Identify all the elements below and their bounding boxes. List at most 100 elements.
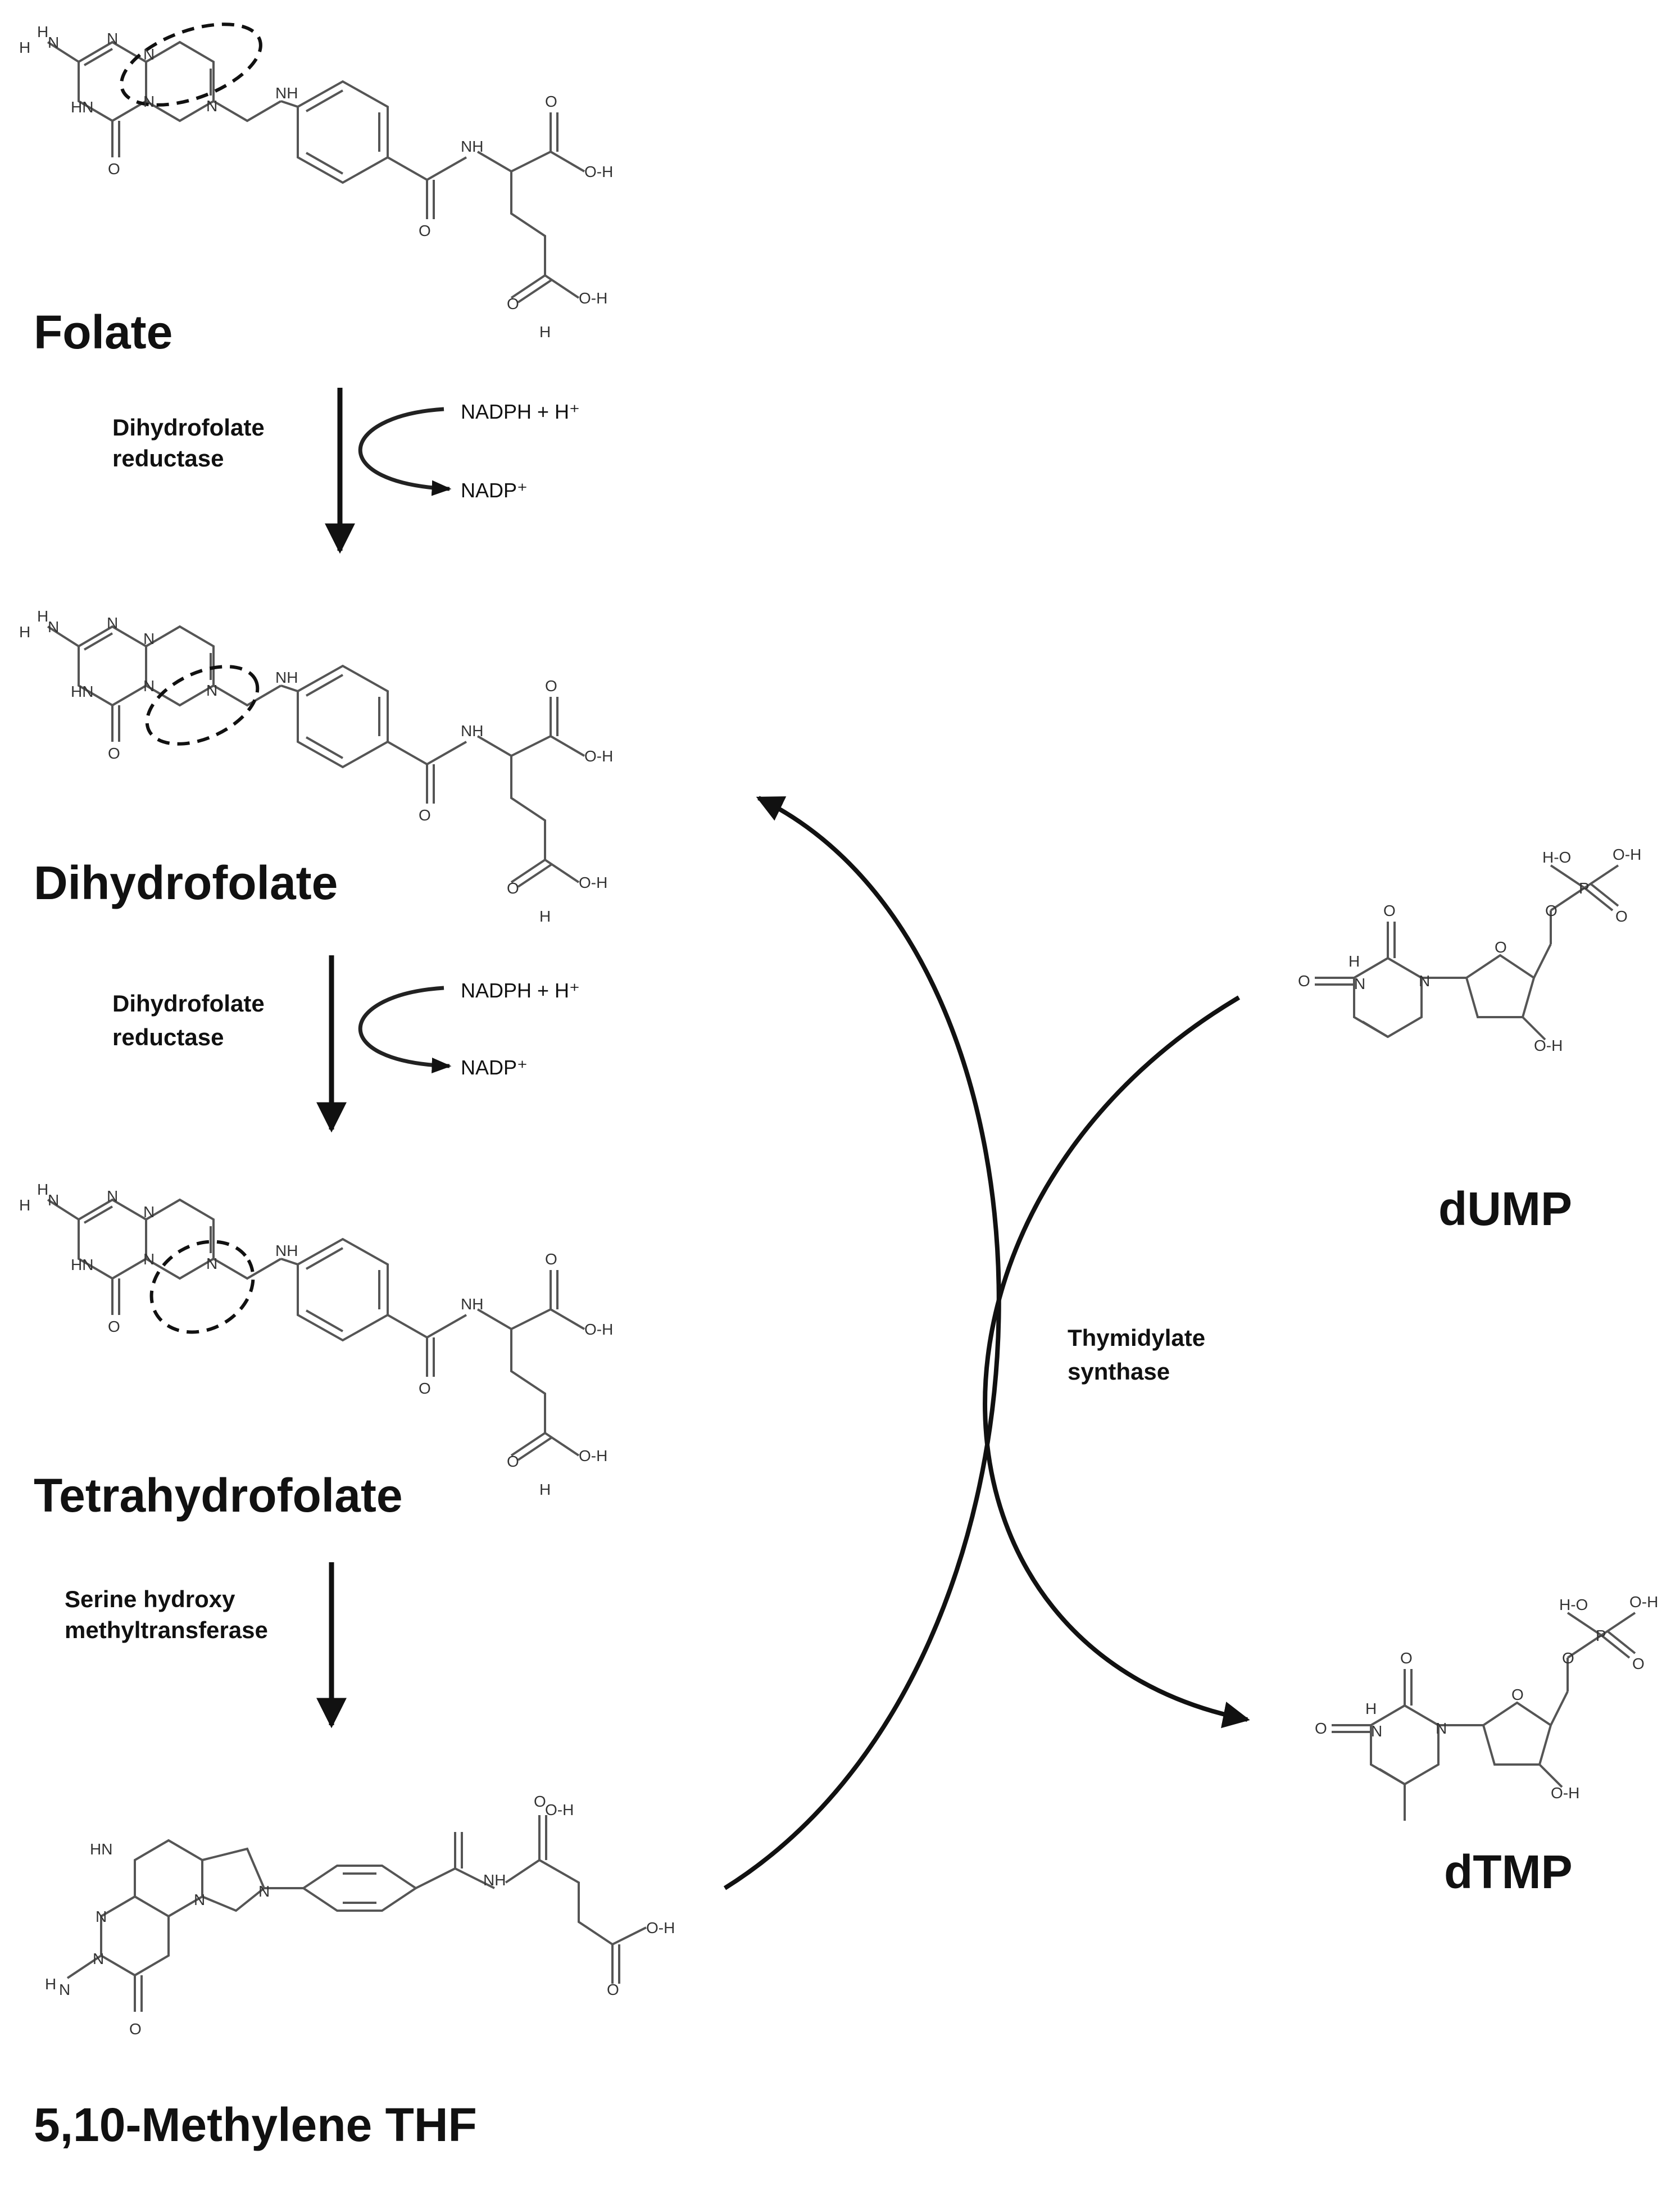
atom-label: NH xyxy=(275,1242,298,1259)
atom-label: O xyxy=(419,222,431,239)
dump-to-dtmp-arc xyxy=(983,995,1250,1729)
atom-label: N xyxy=(143,46,155,63)
enzyme-shmt-line2: methyltransferase xyxy=(65,1617,268,1643)
atom-label: H xyxy=(19,39,30,56)
atom-label: H-O xyxy=(1559,1596,1588,1613)
atom-label: N xyxy=(48,1191,59,1209)
atom-label: O xyxy=(419,1380,431,1397)
cofactor-nadph-2: NADPH + H⁺ xyxy=(461,979,580,1002)
atom-label: N xyxy=(1354,975,1365,992)
atom-label: H xyxy=(19,1196,30,1214)
atom-label: O xyxy=(607,1981,619,1998)
atom-label: H xyxy=(539,323,551,341)
label-folate: Folate xyxy=(34,306,172,359)
atom-label: N xyxy=(48,618,59,636)
atom-label: O-H xyxy=(584,1321,613,1338)
cofactor-nadp-1: NADP⁺ xyxy=(461,479,528,502)
atom-label: O-H xyxy=(579,1447,607,1464)
atom-label: O xyxy=(1562,1649,1574,1667)
atom-label: H xyxy=(1348,953,1360,970)
cofactor-nadp-2: NADP⁺ xyxy=(461,1056,528,1079)
atom-label: O-H xyxy=(646,1919,675,1936)
atom-label: O xyxy=(419,806,431,824)
cofactor-loop-1 xyxy=(358,407,452,496)
atom-label: H xyxy=(19,623,30,641)
atom-label: O-H xyxy=(1551,1784,1579,1802)
atom-label: O-H xyxy=(579,289,607,307)
atom-label: O xyxy=(507,879,519,897)
atom-label: HN xyxy=(71,1256,93,1273)
atom-label: NH xyxy=(275,84,298,102)
atom-label: O-H xyxy=(1534,1037,1563,1054)
atom-label: O-H xyxy=(584,163,613,180)
highlight-ring xyxy=(120,22,262,107)
atom-label: HN xyxy=(71,683,93,700)
atom-label: O xyxy=(545,93,557,110)
atom-label: H xyxy=(1365,1700,1377,1717)
atom-label: N xyxy=(107,30,118,47)
atom-label: O xyxy=(507,1453,519,1470)
atom-label: O xyxy=(108,160,120,178)
atom-label: N xyxy=(206,1255,217,1272)
atom-label: O xyxy=(545,1250,557,1268)
highlight-ring xyxy=(149,1240,255,1334)
enzyme-ts-line1: Thymidylate xyxy=(1068,1325,1205,1351)
atom-label: NH xyxy=(461,1295,483,1313)
atom-label: O xyxy=(534,1793,546,1810)
atom-label: HN xyxy=(90,1840,112,1858)
atom-label: O-H xyxy=(1613,846,1641,863)
atom-label: N xyxy=(143,677,155,695)
atom-label: O xyxy=(1545,902,1558,919)
atom-label: N xyxy=(96,1908,107,1925)
thf-return-arc xyxy=(723,796,1001,1890)
atom-label: O xyxy=(1298,972,1310,990)
atom-label: O xyxy=(507,295,519,312)
atom-label: N xyxy=(59,1981,70,1998)
atom-label: N xyxy=(107,614,118,632)
atom-label: H xyxy=(37,1181,48,1198)
atom-label: H xyxy=(37,23,48,40)
atom-label: P xyxy=(1596,1627,1606,1644)
atom-label: O xyxy=(1632,1655,1645,1672)
atom-label: N xyxy=(48,34,59,51)
atom-label: N xyxy=(143,1203,155,1221)
atom-label: O-H xyxy=(1629,1593,1658,1611)
atom-label: O xyxy=(1511,1686,1524,1703)
atom-label: N xyxy=(107,1187,118,1205)
atom-label: N xyxy=(143,630,155,647)
enzyme-ts-line2: synthase xyxy=(1068,1358,1170,1385)
atom-label: N xyxy=(1419,972,1430,990)
atom-label: N xyxy=(93,1950,104,1967)
enzyme-dhfr-1-line1: Dihydrofolate xyxy=(112,414,265,441)
atom-label: NH xyxy=(461,138,483,155)
atom-label: O xyxy=(545,677,557,695)
label-dtmp: dTMP xyxy=(1444,1845,1573,1898)
atom-label: H xyxy=(539,908,551,925)
cofactor-nadph-1: NADPH + H⁺ xyxy=(461,400,580,423)
label-dihydrofolate: Dihydrofolate xyxy=(34,856,338,909)
atom-label: O xyxy=(129,2020,142,2038)
atom-label: N xyxy=(194,1891,205,1908)
atom-label: P xyxy=(1579,879,1590,897)
atom-label: N xyxy=(143,1250,155,1268)
atom-label: O-H xyxy=(579,874,607,891)
atom-label: HN xyxy=(71,98,93,116)
atom-label: O xyxy=(1495,938,1507,956)
enzyme-shmt-line1: Serine hydroxy xyxy=(65,1586,235,1612)
atom-label: O xyxy=(1400,1649,1413,1667)
atom-label: O xyxy=(1383,902,1396,919)
atom-label: N xyxy=(1436,1720,1447,1737)
atom-label: NH xyxy=(461,722,483,740)
atom-label: N xyxy=(1371,1722,1382,1740)
atom-label: O-H xyxy=(584,747,613,765)
atom-label: N xyxy=(143,93,155,110)
atom-label: N xyxy=(206,97,217,115)
atom-label: O xyxy=(108,745,120,762)
label-tetrahydrofolate: Tetrahydrofolate xyxy=(34,1469,403,1522)
